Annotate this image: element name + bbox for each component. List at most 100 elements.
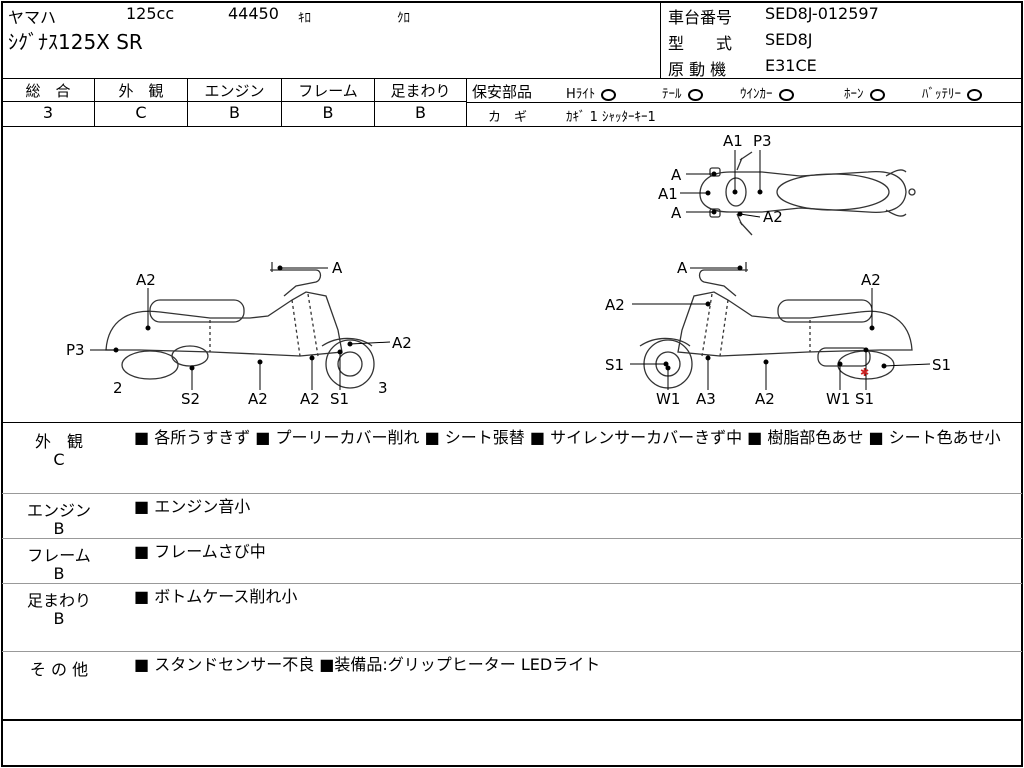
suspension-grade: B [415,103,426,122]
label-top-a1-left: A1 [658,185,678,203]
exterior-section-text: ■ 各所うすきず ■ プーリーカバー削れ ■ シート張替 ■ サイレンサーカバー… [134,428,1001,447]
battery-label: ﾊﾞｯﾃﾘｰ [922,87,961,102]
label-top-a-upper: A [671,166,682,184]
frame-no: SED8J-012597 [765,4,879,23]
engine-grade: B [229,103,240,122]
grade-divider-4 [374,78,375,126]
frame-section-text: ■ フレームさび中 [134,542,266,561]
right-view-body [677,291,913,357]
left-view-seat [149,299,245,323]
grade-divider-2 [187,78,188,126]
engine-section-text: ■ エンジン音小 [134,497,251,516]
color: ｸﾛ [397,11,410,26]
left-view-handlebar [270,269,322,297]
left-view-rear-wheel [121,350,179,380]
overall-grade: 3 [42,103,54,122]
label-top-a-lower: A [671,204,682,222]
label-left-s2: S2 [181,390,200,408]
label-top-a1: A1 [723,132,743,150]
engine-label: 原 動 機 [668,60,727,79]
section-divider [2,651,1022,652]
top-view-mirror-lower [709,208,721,218]
ok-circle-icon [967,88,982,101]
right-view-seat [777,299,873,323]
type-label: 型 式 [668,34,733,53]
model-name: ｼｸﾞﾅｽ125X SR [8,30,143,54]
frame-section-label: フレーム [27,546,91,565]
exterior-section-label: 外 観 [34,432,83,451]
mileage: 44450 [228,4,279,23]
ok-circle-icon [869,88,885,101]
label-left-a: A [332,259,343,277]
label-top-p3: P3 [753,132,772,150]
headlight-label: Hﾗｲﾄ [566,87,596,102]
suspension-grade-label: 足まわり [390,82,451,100]
safety-label: 保安部品 [472,83,533,101]
taillight-status: ﾃｰﾙ [662,83,703,102]
label-right-a2-left: A2 [605,296,625,314]
label-left-a2-b1: A2 [248,390,268,408]
label-right-w1-a: W1 [656,390,680,408]
section-divider [2,583,1022,584]
label-right-s1-bottom: S1 [855,390,874,408]
label-right-a: A [677,259,688,277]
engine-section-label: エンジン [26,501,91,520]
headlight-status: Hﾗｲﾄ [566,83,617,102]
taillight-label: ﾃｰﾙ [662,87,682,102]
suspension-section-grade: B [53,609,65,628]
safety-mid-line [466,102,1022,103]
exterior-section-grade: C [53,450,65,469]
suspension-section-label: 足まわり [26,591,91,610]
frame-no-label: 車台番号 [668,8,733,27]
left-view-body [105,291,343,357]
label-left-a2-b2: A2 [300,390,320,408]
displacement: 125cc [126,4,175,23]
left-view-muffler [171,345,209,367]
label-right-w1-b: W1 [826,390,850,408]
marker-icon: ✱ [860,366,869,379]
engine-grade-label: エンジン [204,82,265,100]
label-right-a3: A3 [696,390,716,408]
overall-label: 総 合 [25,82,71,100]
horn-status: ﾎｰﾝ [844,83,885,102]
horn-label: ﾎｰﾝ [844,87,864,102]
exterior-label: 外 観 [118,82,164,100]
top-view-headlight [725,177,747,207]
label-left-3: 3 [378,379,388,397]
battery-status: ﾊﾞｯﾃﾘｰ [922,83,982,102]
label-right-s1-left: S1 [605,356,624,374]
engine-section-grade: B [53,519,65,538]
label-left-s1: S1 [330,390,349,408]
suspension-section-text: ■ ボトムケース削れ小 [134,587,298,606]
label-left-p3: P3 [66,341,85,359]
grade-mid-line [2,101,466,102]
label-right-a2-top: A2 [861,271,881,289]
key-value: ｶｷﾞ 1 ｼｬｯﾀｰｷｰ1 [566,110,656,125]
other-section-bottom-line [2,719,1022,721]
right-view-engine-cover [817,347,871,367]
winker-label: ｳｲﾝｶｰ [740,87,773,102]
label-left-a2-top: A2 [136,271,156,289]
frame-grade-label: フレーム [298,82,358,100]
key-label: カ ギ [488,110,528,125]
exterior-grade: C [135,103,147,122]
label-left-2: 2 [113,379,123,397]
other-section-label: そ の 他 [29,660,89,679]
maker: ヤマハ [8,8,57,27]
ok-circle-icon [687,88,703,101]
left-view-front-wheel [325,339,375,389]
label-right-a2-bottom: A2 [755,390,775,408]
winker-status: ｳｲﾝｶｰ [740,83,794,102]
mileage-unit: ｷﾛ [298,11,311,26]
section-divider [2,493,1022,494]
header-divider [660,2,661,78]
section-divider [2,538,1022,539]
ok-circle-icon [778,88,794,101]
other-section-text: ■ スタンドセンサー不良 ■装備品:グリップヒーター LEDライト [134,655,601,674]
type-value: SED8J [765,30,813,49]
label-top-a2: A2 [763,208,783,226]
label-right-s1-right: S1 [932,356,951,374]
frame-section-grade: B [53,564,65,583]
